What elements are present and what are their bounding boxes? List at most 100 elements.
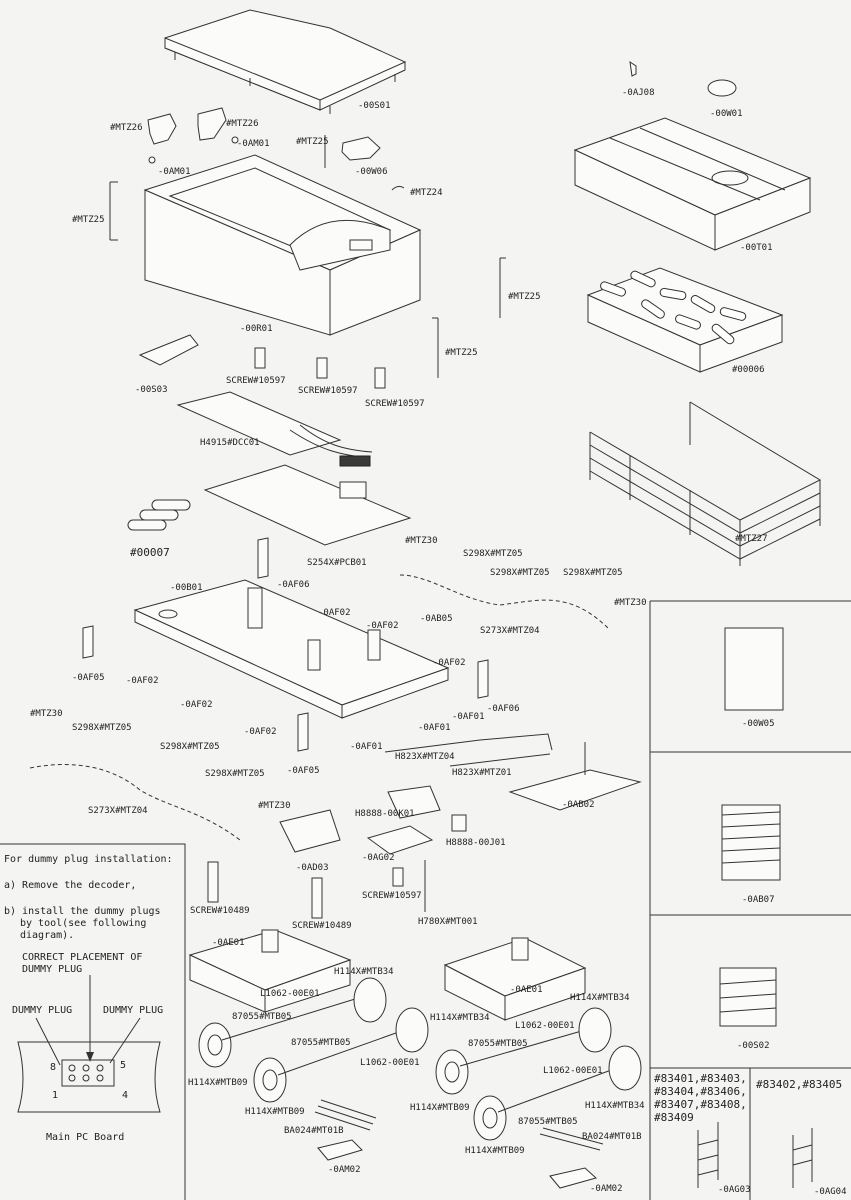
af06-bracket: [477, 659, 489, 699]
am02-part: [317, 1139, 363, 1161]
bogie-part: [188, 929, 352, 1013]
label-dcc01: H4915#DCC01: [200, 438, 260, 448]
pin-label: 8: [50, 1062, 56, 1073]
ag02-part: [366, 825, 434, 855]
label-l1062: L1062-00E01: [543, 1066, 603, 1076]
label-screw: SCREW#10597: [298, 386, 358, 396]
wheelset: [253, 1007, 429, 1103]
placement-heading: CORRECT PLACEMENT OF: [22, 952, 142, 963]
screw: [374, 367, 386, 389]
roof-part: [164, 9, 407, 114]
label-mtz25: #MTZ25: [508, 292, 541, 302]
label-screw: SCREW#10597: [365, 399, 425, 409]
label-s298x: S298X#MTZ05: [490, 568, 550, 578]
label-h780x: H780X#MT001: [418, 917, 478, 927]
label-0af02: -0AF02: [126, 676, 159, 686]
label-h114x-mtb09: H114X#MTB09: [465, 1146, 525, 1156]
am02-part: [549, 1167, 598, 1189]
pin-label: 1: [52, 1090, 58, 1101]
label-0af05: -0AF05: [72, 673, 105, 683]
mtz25-rod: [109, 181, 118, 241]
chain: [399, 574, 611, 631]
note-title: For dummy plug installation:: [4, 854, 173, 865]
ba024-part: [539, 1127, 604, 1151]
note-step-b: diagram).: [20, 930, 74, 941]
label-h114x: H114X#MTB34: [570, 993, 630, 1003]
label-0ae01: -0AE01: [510, 985, 543, 995]
label-0ag04: -0AG04: [814, 1187, 847, 1197]
label-l1062: L1062-00E01: [515, 1021, 575, 1031]
placement-heading: DUMMY PLUG: [22, 964, 82, 975]
note-step-a: a) Remove the decoder,: [4, 880, 136, 891]
label-00s02: -00S02: [737, 1041, 770, 1051]
label-87055: 87055#MTB05: [468, 1039, 528, 1049]
label-0af02: -0AF02: [318, 608, 351, 618]
variant-list-line: #83401,#83403,: [654, 1072, 747, 1085]
h823-rod: [449, 753, 551, 767]
ad03-part: [279, 809, 341, 853]
label-00w06: -00W06: [355, 167, 388, 177]
label-0ab05: -0AB05: [420, 614, 453, 624]
label-00w01: -00W01: [710, 109, 743, 119]
label-s298x: S298X#MTZ05: [72, 723, 132, 733]
label-0af01: -0AF01: [350, 742, 383, 752]
label-screw: SCREW#10489: [190, 906, 250, 916]
mtz24-hook: [391, 185, 405, 191]
label-00007: #00007: [130, 546, 170, 559]
label-h8888-j01: H8888-00J01: [446, 838, 506, 848]
label-s298x: S298X#MTZ05: [563, 568, 623, 578]
label-pcb01: S254X#PCB01: [307, 558, 367, 568]
label-mtz25: #MTZ25: [296, 137, 329, 147]
mtz26-bracket: [147, 113, 177, 145]
bogie-part: [443, 937, 587, 1021]
b07-shutter: [721, 804, 781, 881]
label-h114x: H114X#MTB34: [430, 1013, 490, 1023]
label-00w05: -00W05: [742, 719, 775, 729]
label-0am01: -0AM01: [237, 139, 270, 149]
pcb-socket: [339, 481, 367, 499]
w05-part: [724, 627, 784, 711]
dummy-plug-label-right: DUMMY PLUG: [103, 1005, 163, 1016]
label-mtz24: #MTZ24: [410, 188, 443, 198]
coal-cover-part: [573, 117, 812, 251]
body-shell-part: [143, 154, 422, 336]
ag03-ladder: [697, 1122, 719, 1188]
railing-part: [589, 401, 822, 566]
label-mtz26: #MTZ26: [226, 119, 259, 129]
ab02-step: [508, 769, 642, 811]
label-l1062: L1062-00E01: [360, 1058, 420, 1068]
weights-part: [127, 499, 191, 531]
af06-bracket: [257, 537, 269, 579]
underframe-part: [133, 579, 450, 719]
label-s298x: S298X#MTZ05: [205, 769, 265, 779]
screw: [311, 877, 323, 919]
am01-pin: [231, 136, 239, 144]
w06-part: [341, 136, 381, 161]
note-step-b: b) install the dummy plugs: [4, 906, 161, 917]
label-00s01: -00S01: [358, 101, 391, 111]
label-mtz30: #MTZ30: [405, 536, 438, 546]
af05-bracket: [297, 712, 309, 752]
label-0af05: -0AF05: [287, 766, 320, 776]
w01-part: [707, 79, 737, 97]
label-h114x: H114X#MTB34: [334, 967, 394, 977]
pin-label: 4: [122, 1090, 128, 1101]
label-00t01: -00T01: [740, 243, 773, 253]
label-l1062: L1062-00E01: [260, 989, 320, 999]
screw: [254, 347, 266, 369]
mtz25-rod: [499, 257, 506, 318]
label-ba024: BA024#MT01B: [582, 1132, 642, 1142]
plug-socket: [61, 1059, 115, 1087]
label-h823x: H823X#MTZ01: [452, 768, 512, 778]
label-mtz25: #MTZ25: [72, 215, 105, 225]
wheelset: [198, 977, 387, 1068]
label-0af02: -0AF02: [433, 658, 466, 668]
label-mtz30: #MTZ30: [258, 801, 291, 811]
label-87055: 87055#MTB05: [232, 1012, 292, 1022]
label-mtz25: #MTZ25: [445, 348, 478, 358]
label-screw: SCREW#10489: [292, 921, 352, 931]
variant-list-right: #83402,#83405: [756, 1078, 842, 1091]
label-0ab07: -0AB07: [742, 895, 775, 905]
label-0ag02: -0AG02: [362, 853, 395, 863]
